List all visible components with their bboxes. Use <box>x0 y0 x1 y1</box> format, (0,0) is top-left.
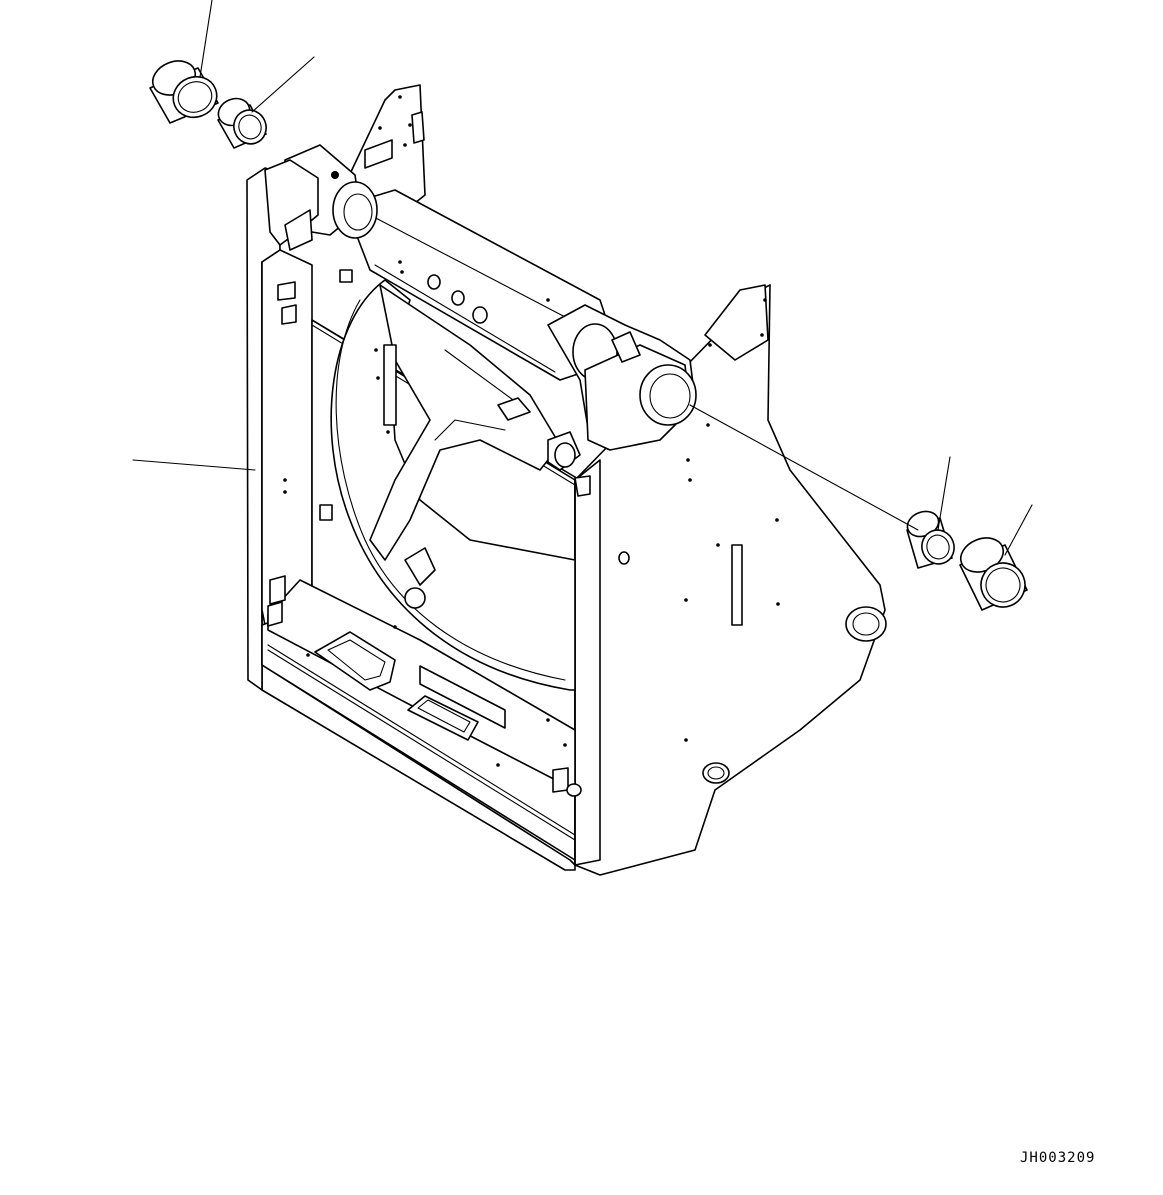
bushing-large-top-left <box>148 55 223 124</box>
leader-line <box>690 405 918 530</box>
right-rear-plate <box>705 285 768 360</box>
leader-lines <box>133 0 1032 555</box>
shroud-plate <box>331 280 575 690</box>
lower-hole <box>703 763 729 783</box>
bushing-small-right <box>904 507 959 568</box>
rear-frame <box>247 168 886 875</box>
drawing-id-label: JH003209 <box>1020 1150 1096 1166</box>
leader-line <box>938 457 950 530</box>
cross-beam <box>265 85 768 470</box>
lower-cutout-2 <box>408 696 478 740</box>
bushing-large-right <box>956 532 1032 614</box>
leader-line <box>252 57 314 112</box>
leader-line <box>133 460 255 470</box>
right-front-post <box>575 460 600 865</box>
rivet-dots <box>283 95 780 767</box>
leader-line <box>200 0 212 77</box>
side-pin-boss <box>846 607 886 641</box>
bushing-small-top-left <box>214 94 271 149</box>
leader-line <box>1005 505 1032 555</box>
